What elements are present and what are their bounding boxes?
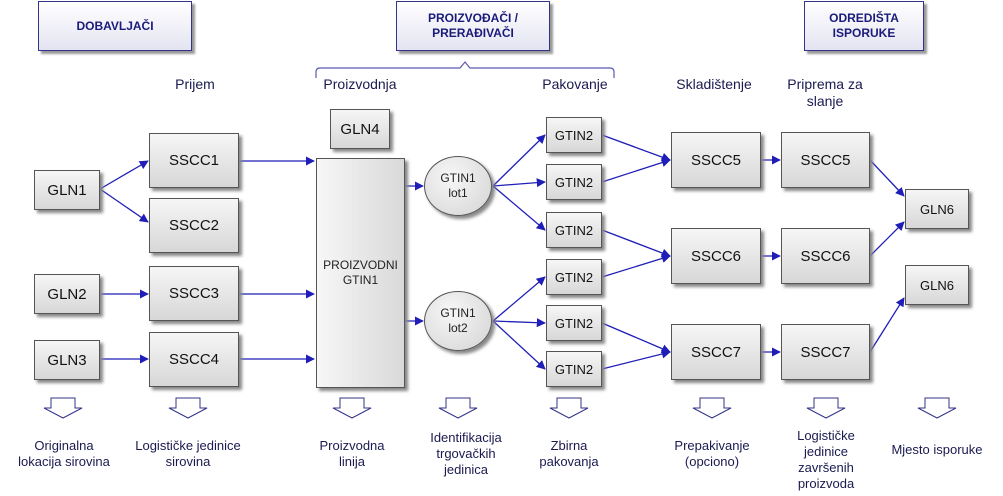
node-gln6: GLN6 [905,189,969,229]
production-line-box: PROIZVODNI GTIN1 [316,158,405,388]
node-sscc6-shipping: SSCC6 [781,228,870,284]
node-gtin2: GTIN2 [546,351,602,387]
stage-storage: Skladištenje [676,76,752,92]
down-arrow-icon [549,397,589,419]
stage-shipping: Priprema za slanje [787,76,863,109]
node-sscc5-shipping: SSCC5 [781,132,870,188]
arrow-lot2-gtin2f [492,320,546,370]
node-gtin1-lot1: GTIN1 lot1 [424,156,492,216]
arrow-lot2-gtin2e [492,318,546,328]
node-sscc3: SSCC3 [149,266,239,321]
label-identification: Identifikacija trgovačkih jedinica [430,430,502,477]
node-gtin1-lot2: GTIN1 lot2 [424,291,492,351]
down-arrow-icon [917,397,957,419]
node-gtin2: GTIN2 [546,305,602,341]
arrow-sscc5-gln6 [869,159,905,197]
down-arrow-icon [438,397,478,419]
arrow-lot2-gtin2d [492,276,546,322]
arrow-sscc7-gln6b [869,297,905,353]
down-arrow-icon [332,397,372,419]
arrow-gtin2b-sscc5 [601,158,671,183]
arrow-gtin2f-sscc7 [601,349,671,370]
node-gtin2: GTIN2 [546,164,602,200]
arrow-lot1-gtin2a [492,134,546,187]
node-sscc7-storage: SSCC7 [671,324,761,380]
producers-brace [315,61,615,78]
node-gtin2: GTIN2 [546,212,602,248]
header-suppliers: DOBAVLJAČI [38,1,192,51]
arrow-lot1-gtin2b [492,178,546,188]
arrow-gtin2e-sscc7 [601,322,671,353]
label-production-line: Proizvodna linija [319,438,385,469]
down-arrow-icon [806,397,846,419]
arrow-gln1-sscc2 [99,188,149,223]
node-gln2: GLN2 [34,274,100,314]
node-gln4: GLN4 [330,109,390,149]
label-raw-units: Logističke jedinice sirovina [135,438,241,469]
node-sscc2: SSCC2 [149,198,239,253]
arrow-lot1-gtin2c [492,185,546,231]
node-sscc4: SSCC4 [149,332,239,387]
arrow-gtin2d-sscc6 [601,254,671,278]
label-bundle: Zbirna pakovanja [539,438,599,469]
label-repack: Prepakivanje (opciono) [674,438,750,469]
node-gln3: GLN3 [34,340,100,380]
label-origin: Originalna lokacija sirovina [18,438,110,469]
node-sscc1: SSCC1 [149,133,239,188]
node-sscc5-storage: SSCC5 [671,132,761,188]
node-gtin2: GTIN2 [546,259,602,295]
arrow-sscc6-gln6 [869,221,905,257]
node-gln1: GLN1 [34,170,100,210]
arrow-gtin2c-sscc6 [601,229,671,258]
header-destinations: ODREDIŠTA ISPORUKE [804,1,924,51]
stage-receipt: Prijem [175,76,215,92]
down-arrow-icon [168,397,208,419]
label-finished-units: Logističke jedinice završenih proizvoda [797,428,855,491]
down-arrow-icon [692,397,732,419]
stage-production: Proizvodnja [323,76,397,92]
node-sscc7-shipping: SSCC7 [781,324,870,380]
node-gln6: GLN6 [905,265,969,305]
header-producers: PROIZVOĐAČI / PRERAĐIVAČI [396,1,550,51]
down-arrow-icon [43,397,83,419]
node-gtin2: GTIN2 [546,117,602,153]
arrow-gln1-sscc1 [99,160,149,190]
node-sscc6-storage: SSCC6 [671,228,761,284]
label-delivery: Mjesto isporuke [891,442,983,457]
stage-packing: Pakovanje [542,76,608,92]
arrow-gtin2a-sscc5 [601,134,671,162]
